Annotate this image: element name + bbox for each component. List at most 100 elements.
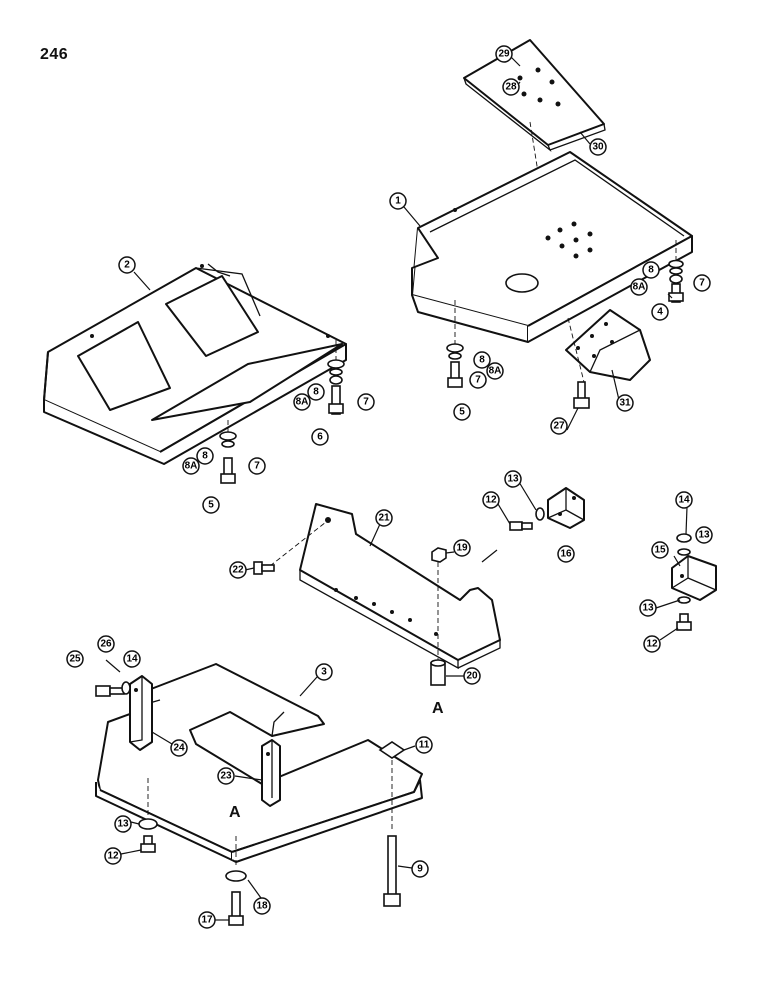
svg-text:9: 9	[417, 864, 423, 875]
bolt-12-upper	[509, 521, 533, 531]
svg-text:1: 1	[395, 196, 401, 207]
callout-8-middle: 8	[473, 351, 491, 369]
callout-11: 11	[415, 736, 433, 754]
callout-14-lower: 14	[123, 650, 141, 668]
callout-17: 17	[198, 911, 216, 929]
bracket-23	[261, 739, 281, 807]
svg-text:5: 5	[459, 407, 465, 418]
callout-8a-middle: 8A	[486, 362, 504, 380]
svg-text:27: 27	[553, 421, 565, 432]
callout-3: 3	[315, 663, 333, 681]
leader-lines	[105, 56, 688, 921]
frame-3	[95, 663, 423, 863]
callout-1: 1	[389, 192, 407, 210]
callout-22: 22	[229, 561, 247, 579]
svg-text:7: 7	[475, 375, 481, 386]
callout-4: 4	[651, 303, 669, 321]
bracket-31	[565, 309, 651, 381]
bracket-16	[547, 487, 585, 529]
callout-8-left: 8	[307, 383, 325, 401]
callout-27: 27	[550, 417, 568, 435]
callout-12-right: 12	[643, 635, 661, 653]
callout-12-upper: 12	[482, 491, 500, 509]
svg-text:22: 22	[232, 565, 244, 576]
bolt-25	[95, 681, 131, 697]
callout-8a-upper-right: 8A	[630, 278, 648, 296]
callout-8a-lower: 8A	[182, 457, 200, 475]
bolt-22	[253, 561, 275, 575]
callout-13-right-lower: 13	[639, 599, 657, 617]
svg-text:14: 14	[678, 495, 690, 506]
nut-19	[431, 547, 447, 563]
svg-text:11: 11	[419, 740, 430, 751]
svg-text:15: 15	[654, 545, 666, 556]
svg-text:30: 30	[592, 142, 604, 153]
bracket-24	[129, 675, 153, 751]
callout-13-lower-left: 13	[114, 815, 132, 833]
callout-16: 16	[557, 545, 575, 563]
svg-text:4: 4	[657, 307, 663, 318]
hardware-stack-6	[327, 359, 345, 415]
svg-text:7: 7	[363, 397, 369, 408]
part-21	[299, 503, 501, 670]
svg-text:8: 8	[648, 265, 654, 276]
svg-text:7: 7	[699, 278, 705, 289]
svg-text:13: 13	[117, 819, 129, 830]
callout-13-upper: 13	[504, 470, 522, 488]
svg-text:2: 2	[124, 260, 130, 271]
spacer-20	[430, 659, 446, 686]
hardware-stack-5-lower	[219, 431, 237, 484]
svg-text:13: 13	[507, 474, 519, 485]
callout-8a-left: 8A	[293, 393, 311, 411]
callout-19: 19	[453, 539, 471, 557]
callout-5-middle: 5	[453, 403, 471, 421]
hardware-stack-12-left	[138, 818, 158, 853]
svg-text:8A: 8A	[296, 397, 309, 408]
svg-text:13: 13	[698, 530, 710, 541]
svg-text:20: 20	[466, 671, 478, 682]
callout-31: 31	[616, 394, 634, 412]
svg-text:8A: 8A	[489, 366, 502, 377]
svg-text:8: 8	[313, 387, 319, 398]
svg-text:12: 12	[485, 495, 497, 506]
svg-text:14: 14	[126, 654, 138, 665]
svg-text:12: 12	[107, 851, 119, 862]
washer-13-upper	[535, 507, 545, 521]
svg-text:23: 23	[220, 771, 232, 782]
section-marker-a-lower: A	[229, 804, 241, 821]
callout-15: 15	[651, 541, 669, 559]
callout-29: 29	[495, 45, 513, 63]
svg-text:24: 24	[173, 743, 185, 754]
hardware-stack-12-right	[676, 533, 692, 631]
hardware-stack-5-upper	[446, 343, 464, 388]
svg-text:26: 26	[100, 639, 112, 650]
svg-text:17: 17	[201, 915, 213, 926]
svg-text:31: 31	[619, 398, 631, 409]
callout-20: 20	[463, 667, 481, 685]
callout-7-left: 7	[357, 393, 375, 411]
callout-7-lower: 7	[248, 457, 266, 475]
plate-30	[463, 39, 606, 153]
callout-23: 23	[217, 767, 235, 785]
svg-text:12: 12	[646, 639, 658, 650]
callout-30: 30	[589, 138, 607, 156]
svg-text:13: 13	[642, 603, 654, 614]
callout-24: 24	[170, 739, 188, 757]
svg-text:25: 25	[69, 654, 81, 665]
callout-8-lower: 8	[196, 447, 214, 465]
callout-5-lower: 5	[202, 496, 220, 514]
svg-text:5: 5	[208, 500, 214, 511]
shield-1	[411, 151, 693, 343]
callout-6: 6	[311, 428, 329, 446]
svg-text:18: 18	[256, 901, 268, 912]
svg-text:7: 7	[254, 461, 260, 472]
callout-7-middle: 7	[469, 371, 487, 389]
callout-28: 28	[502, 78, 520, 96]
callout-25: 25	[66, 650, 84, 668]
callout-14-right: 14	[675, 491, 693, 509]
callout-8-upper-right: 8	[642, 261, 660, 279]
callout-26: 26	[97, 635, 115, 653]
callout-2: 2	[118, 256, 136, 274]
svg-text:8: 8	[479, 355, 485, 366]
